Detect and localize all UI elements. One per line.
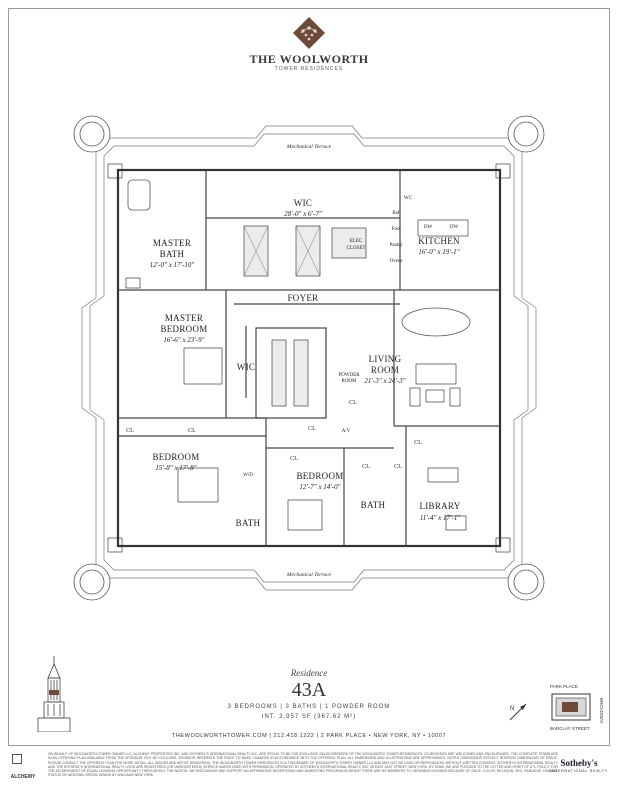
room-bedroom-1-dims: 15'-8" x 17'-8" (155, 464, 196, 472)
ref-label: Ref (392, 211, 400, 216)
ovens-label: Ovens (390, 259, 403, 264)
residence-interior-area: INT. 3,957 SF (367.62 M²) (261, 714, 357, 720)
sothebys-subtitle: INTERNATIONAL REALTY (550, 769, 608, 773)
shaft-x-marks (243, 225, 321, 277)
washer-dryer-label: W/D (243, 473, 253, 478)
terrace-bottom-label: Mechanical Terrace (286, 572, 332, 578)
room-living-dims: 21'-3" x 24'-3" (364, 377, 405, 385)
room-bedroom-1: BEDROOM (152, 452, 199, 462)
terrace-top-label: Mechanical Terrace (286, 144, 332, 150)
room-master-bath-line2: BATH (160, 249, 185, 259)
legal-disclaimer: ON BEHALF OF WOOLWORTH TOWER OWNER LLC, … (48, 752, 558, 778)
svg-text:N: N (510, 706, 514, 712)
dw-label-1: DW (424, 225, 433, 230)
room-master-bedroom-line1: MASTER (165, 313, 203, 323)
closet-label: CL (308, 426, 316, 432)
brand-name: THE WOOLWORTH (249, 52, 369, 66)
tub (125, 179, 151, 289)
kitchen-island (401, 219, 471, 337)
contact-line: THEWOOLWORTHTOWER.COM | 212.418.1222 | 2… (171, 733, 447, 739)
building-walls (116, 168, 502, 548)
location-map: PARK PLACE BROADWAY BARCLAY STREET (550, 684, 604, 731)
dw-label-2: DW (450, 225, 459, 230)
closet-label: CL (188, 428, 196, 434)
room-bedroom-2-dims: 12'-7" x 14'-0" (299, 483, 340, 491)
elec-closet-line1: ELEC (350, 239, 363, 244)
residence-label: Residence (290, 668, 328, 678)
sothebys-name: Sotheby's (560, 758, 598, 768)
closet-label: CL (394, 464, 402, 470)
woolworth-logo-icon (0, 16, 618, 55)
powder-room-line2: ROOM (341, 379, 357, 384)
room-kitchen-dims: 16'-0" x 19'-1" (418, 248, 459, 256)
beds (177, 347, 323, 531)
room-living-line1: LIVING (369, 354, 402, 364)
room-master-bath-line1: MASTER (153, 238, 191, 248)
room-bath-2: BATH (361, 500, 386, 510)
street-broadway: BROADWAY (599, 698, 604, 724)
corner-turrets (73, 115, 545, 601)
equal-housing-icon (12, 754, 22, 764)
elec-closet-line2: CLOSET (347, 246, 366, 251)
wc-label: WC (404, 196, 413, 201)
room-bedroom-2: BEDROOM (296, 471, 343, 481)
closet-label: CL (414, 440, 422, 446)
room-library: LIBRARY (419, 501, 460, 511)
alchemy-logo: ALCHEMY (10, 774, 36, 780)
room-foyer: FOYER (287, 293, 318, 303)
sothebys-logo: Sotheby's INTERNATIONAL REALTY (550, 758, 608, 773)
living-furniture (409, 363, 461, 407)
room-library-dims: 11'-4" x 17'-1" (420, 514, 461, 522)
room-master-bath-dims: 12'-0" x 17'-10" (150, 261, 195, 269)
room-kitchen: KITCHEN (418, 236, 460, 246)
interior-walls (118, 170, 500, 546)
room-wic-small: WIC (237, 362, 255, 372)
closet-label: CL (362, 464, 370, 470)
residence-number: 43A (291, 679, 327, 701)
closet-label: CL (349, 400, 357, 406)
north-arrow-icon: N (509, 703, 527, 721)
room-master-bedroom-dims: 16'-6" x 23'-9" (163, 336, 204, 344)
room-wic-main: WIC (294, 198, 312, 208)
closet-label: CL (290, 456, 298, 462)
street-park-place: PARK PLACE (550, 684, 578, 689)
room-living-line2: ROOM (371, 365, 399, 375)
av-closet-label: A/V (342, 429, 351, 434)
closet-label: CL (126, 428, 134, 434)
street-barclay: BARCLAY STREET (550, 726, 590, 731)
powder-room-line1: POWDER (338, 373, 360, 378)
sheet-border (8, 8, 610, 746)
room-bath-1: BATH (236, 518, 261, 528)
frez-label: Frez (392, 227, 402, 232)
library-furniture (427, 467, 467, 531)
tower-silhouette-icon (37, 656, 71, 732)
footer: ALCHEMY ON BEHALF OF WOOLWORTH TOWER OWN… (8, 752, 610, 796)
pantry-label: Pantry (389, 243, 403, 248)
room-wic-main-dims: 28'-0" x 6'-7" (284, 210, 322, 218)
room-master-bedroom-line2: BEDROOM (160, 324, 207, 334)
residence-details: 3 BEDROOMS | 3 BATHS | 1 POWDER ROOM (227, 704, 391, 710)
floor-plan: Mechanical Terrace Mechanical Terrace (73, 115, 545, 601)
brand-subtitle: TOWER RESIDENCES (274, 66, 344, 72)
